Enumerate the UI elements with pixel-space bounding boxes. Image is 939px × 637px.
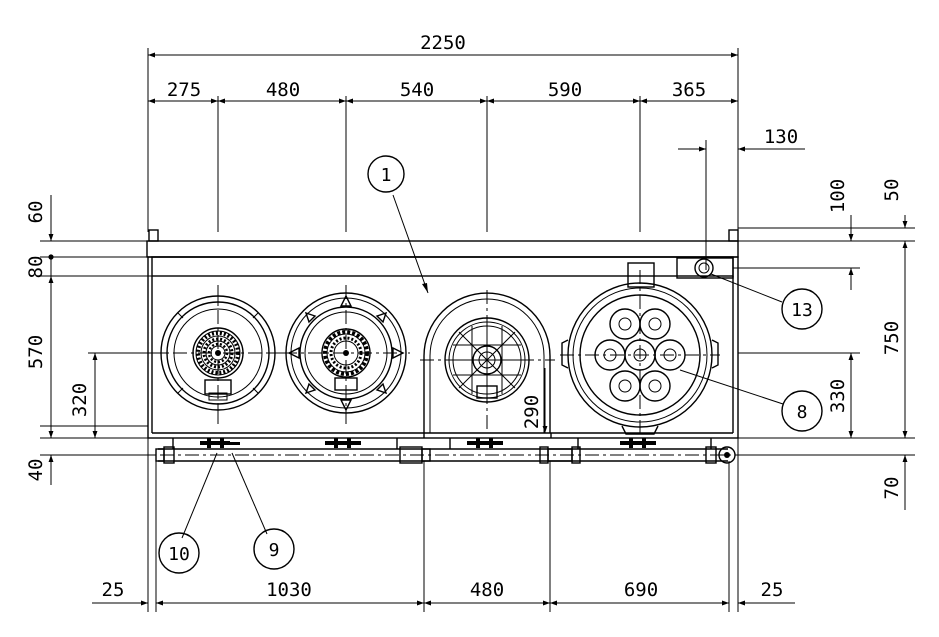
burner-3-arched [420, 290, 555, 433]
dim-left-4: 320 [69, 383, 91, 417]
dim-inner-depth: 290 [521, 395, 543, 429]
drain-fitting [676, 257, 734, 279]
dim-left-5: 40 [25, 459, 47, 482]
callout-9-label: 9 [269, 540, 280, 561]
dim-top-2: 480 [266, 79, 300, 101]
valve-group-2 [325, 438, 361, 448]
dim-bottom-3: 480 [470, 579, 504, 601]
dim-top-3: 540 [400, 79, 434, 101]
valve-group-3 [467, 438, 503, 448]
dim-left-2: 80 [25, 256, 47, 279]
dim-right-offset: 130 [764, 126, 798, 148]
dim-right-3: 750 [881, 321, 903, 355]
burner-4-multi-well [560, 262, 720, 435]
callout-leaders [181, 194, 784, 539]
callout-9: 9 [253, 528, 295, 570]
stove-body [146, 229, 739, 439]
callout-10: 10 [158, 532, 200, 574]
dim-top-1: 275 [167, 79, 201, 101]
right-dimensions [733, 215, 915, 510]
callout-8-label: 8 [797, 402, 808, 423]
callout-13-label: 13 [791, 300, 813, 321]
gas-manifold [135, 438, 748, 464]
callout-13: 13 [781, 288, 823, 330]
dim-right-1: 100 [827, 179, 849, 213]
burner-2 [283, 285, 410, 428]
left-dimensions [40, 195, 156, 485]
dim-overall-width: 2250 [420, 32, 466, 54]
dim-bottom-5: 25 [761, 579, 784, 601]
top-dimensions [147, 48, 805, 270]
callout-1-label: 1 [381, 165, 392, 186]
dim-bottom-2: 1030 [266, 579, 312, 601]
dim-left-3: 570 [25, 335, 47, 369]
dim-top-4: 590 [548, 79, 582, 101]
dim-top-5: 365 [672, 79, 706, 101]
bottom-dimensions [92, 438, 795, 612]
burner-1 [148, 285, 290, 428]
callout-8: 8 [781, 390, 823, 432]
callout-1: 1 [367, 155, 405, 193]
valve-group-4 [620, 438, 656, 448]
dim-right-2: 50 [881, 179, 903, 202]
callout-10-label: 10 [168, 544, 190, 565]
dim-bottom-1: 25 [102, 579, 125, 601]
dim-bottom-4: 690 [624, 579, 658, 601]
dim-right-4: 330 [827, 379, 849, 413]
dim-left-1: 60 [25, 201, 47, 224]
valve-group-1 [200, 438, 240, 448]
dim-right-5: 70 [881, 477, 903, 500]
